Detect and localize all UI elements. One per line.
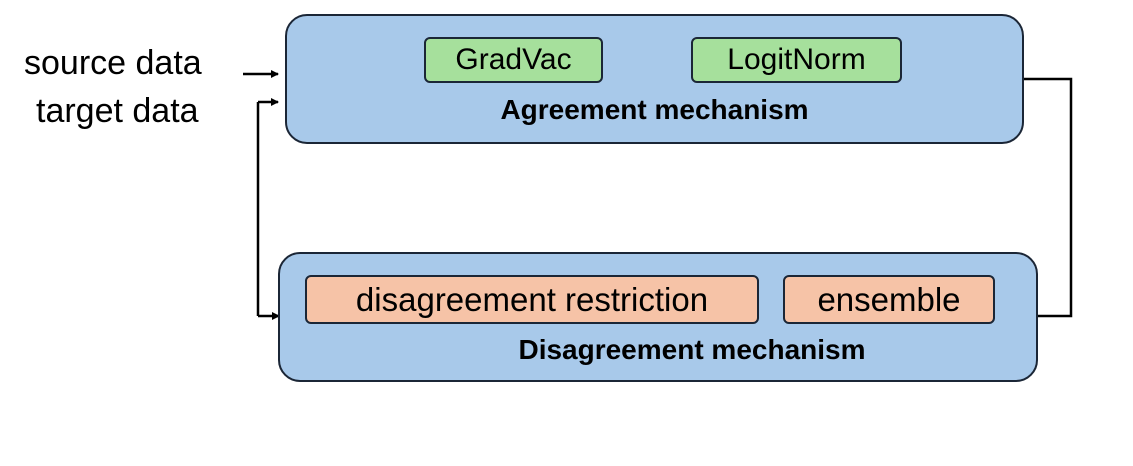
disagreement-panel: disagreement restriction ensemble Disagr…	[278, 252, 1038, 382]
logitnorm-chip: LogitNorm	[691, 37, 902, 83]
source-data-label: source data	[24, 44, 202, 82]
disagreement-restriction-chip: disagreement restriction	[305, 275, 759, 324]
target-data-label: target data	[36, 92, 199, 130]
feedback-line-right	[1023, 77, 1073, 318]
ensemble-chip: ensemble	[783, 275, 995, 324]
gradvac-chip: GradVac	[424, 37, 603, 83]
agreement-panel: GradVac LogitNorm Agreement mechanism	[285, 14, 1024, 144]
agreement-title: Agreement mechanism	[500, 94, 809, 125]
disagreement-title: Disagreement mechanism	[518, 334, 866, 365]
